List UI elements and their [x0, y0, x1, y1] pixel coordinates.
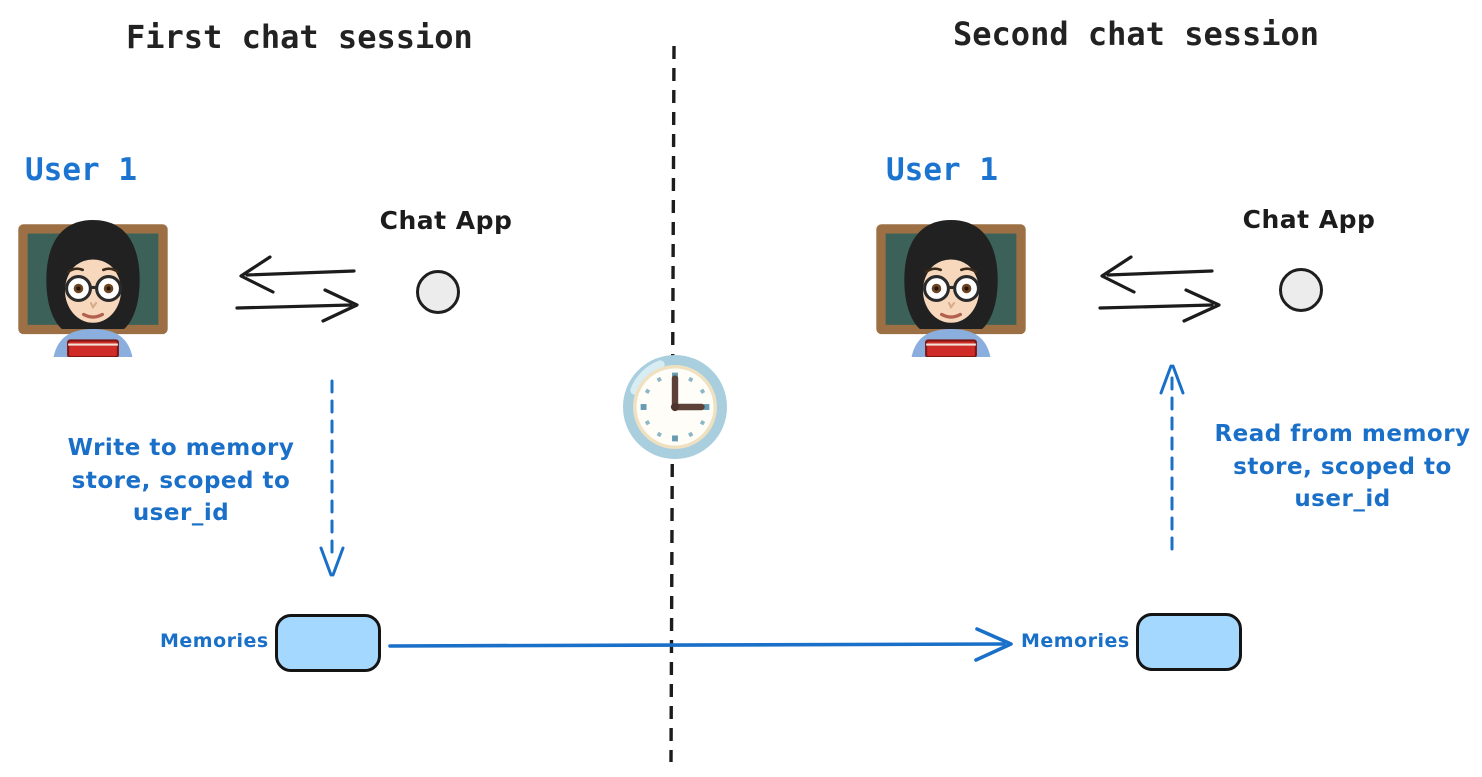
second-user-label: User 1 [886, 152, 998, 188]
first-session-message-arrows [235, 255, 359, 323]
second-chat-app-node [1279, 268, 1323, 312]
first-chat-app-node [416, 270, 460, 314]
read-memory-arrow [1159, 364, 1185, 554]
annotation-line: user_id [1294, 486, 1391, 513]
first-chat-app-label: Chat App [379, 206, 513, 235]
annotation-line: store, scoped to [1233, 453, 1452, 480]
first-memory-store-box [275, 614, 381, 672]
woman-teacher-icon [876, 220, 1026, 357]
second-memories-label: Memories [1021, 630, 1130, 652]
woman-teacher-icon [18, 220, 168, 357]
second-chat-app-label: Chat App [1242, 205, 1376, 234]
annotation-line: user_id [132, 500, 230, 527]
annotation-line: Read from memory [1214, 421, 1471, 447]
second-session-title: Second chat session [953, 15, 1320, 53]
first-session-title: First chat session [126, 18, 473, 56]
first-memories-label: Memories [160, 630, 269, 652]
read-memory-annotation: Read from memory store, scoped to user_i… [1203, 418, 1482, 516]
annotation-line: store, scoped to [71, 467, 291, 494]
second-session-message-arrows [1098, 255, 1221, 323]
annotation-line: Write to memory [67, 435, 295, 461]
clock-icon [622, 354, 728, 460]
second-memory-store-box [1136, 613, 1242, 671]
memory-transfer-arrow [388, 627, 1013, 662]
first-user-label: User 1 [25, 152, 137, 188]
write-memory-annotation: Write to memory store, scoped to user_id [35, 432, 327, 530]
